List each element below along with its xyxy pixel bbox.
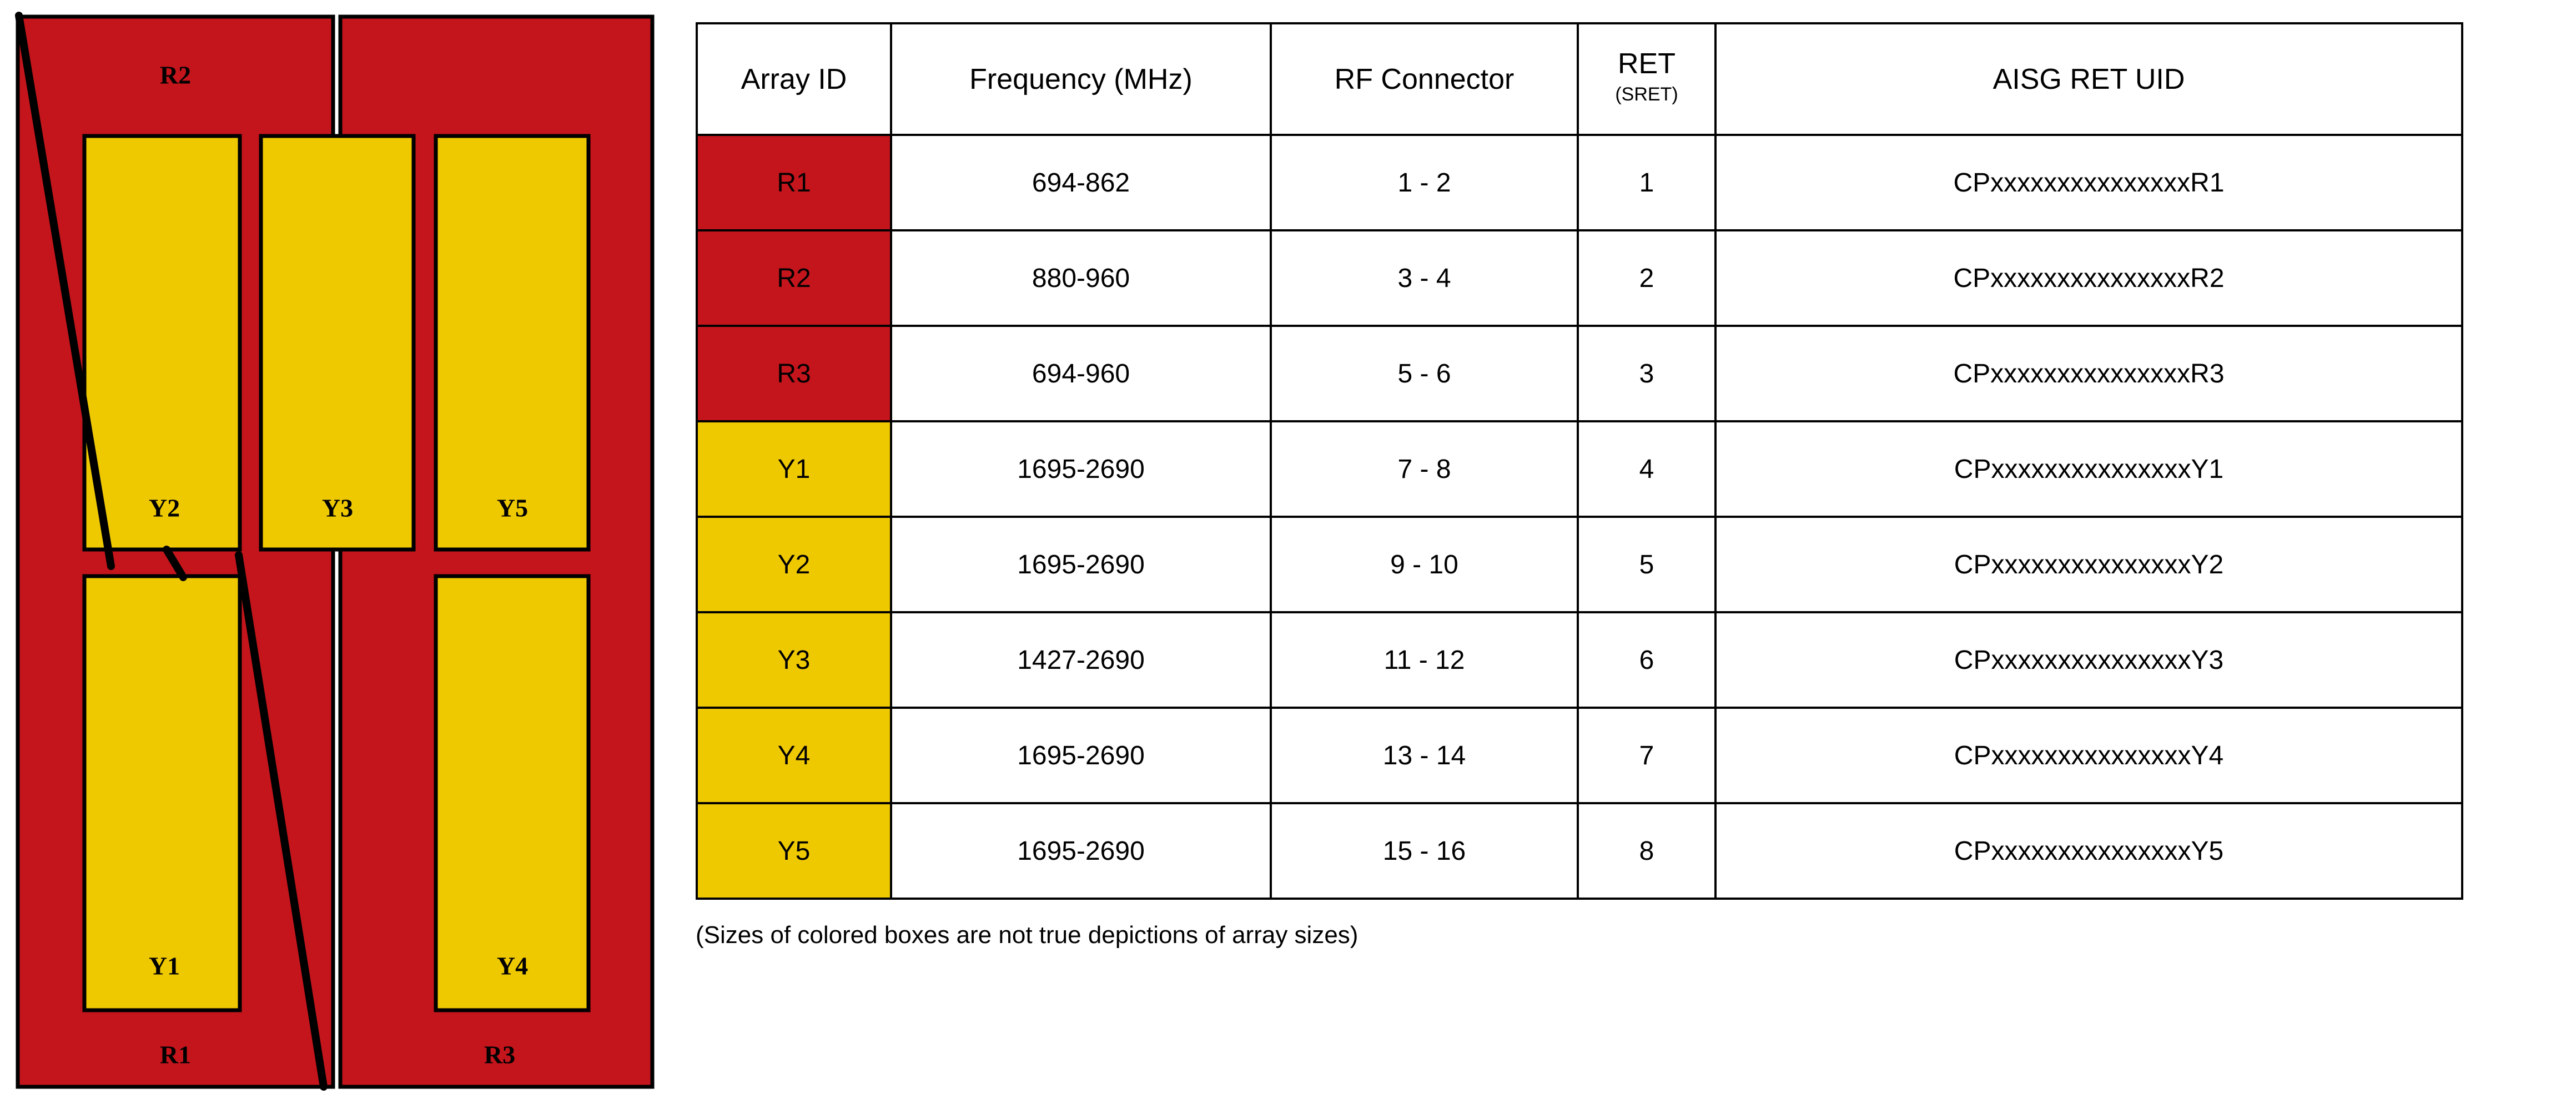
diagram-label-y3: Y3	[322, 494, 353, 522]
cell-array-id: Y3	[696, 611, 892, 709]
cell-frequency: 1695-2690	[890, 802, 1272, 900]
yellow-box-y2	[82, 134, 242, 552]
cell-rf-connector: 11 - 12	[1270, 611, 1579, 709]
table-header-row: Array ID Frequency (MHz) RF Connector RE…	[696, 22, 2463, 136]
cell-rf-connector: 1 - 2	[1270, 134, 1579, 231]
cell-ret: 2	[1577, 229, 1717, 327]
cell-array-id: R3	[696, 325, 892, 422]
yellow-box-y3	[259, 134, 416, 552]
column-header-ret-main: RET	[1618, 48, 1676, 80]
cell-aisg-ret-uid: CPxxxxxxxxxxxxxxxY1	[1714, 420, 2463, 518]
cell-frequency: 880-960	[890, 229, 1272, 327]
array-spec-table: Array ID Frequency (MHz) RF Connector RE…	[696, 22, 2463, 900]
diagram-label-y2: Y2	[149, 494, 180, 522]
cell-rf-connector: 7 - 8	[1270, 420, 1579, 518]
cell-rf-connector: 13 - 14	[1270, 707, 1579, 804]
array-tilt-line-lower	[235, 551, 328, 1091]
antenna-array-diagram: R2 Y2 Y3 Y5 Y1 Y4 R1 R3	[0, 0, 683, 1119]
cell-ret: 6	[1577, 611, 1717, 709]
cell-frequency: 1695-2690	[890, 420, 1272, 518]
cell-array-id: Y1	[696, 420, 892, 518]
cell-frequency: 1695-2690	[890, 516, 1272, 613]
diagram-label-y1: Y1	[149, 952, 180, 980]
cell-array-id: Y2	[696, 516, 892, 613]
diagram-label-r3: R3	[484, 1041, 515, 1069]
cell-ret: 1	[1577, 134, 1717, 231]
cell-array-id: R1	[696, 134, 892, 231]
column-header-array-id: Array ID	[696, 22, 892, 136]
column-header-aisg-ret-uid: AISG RET UID	[1714, 22, 2463, 136]
cell-aisg-ret-uid: CPxxxxxxxxxxxxxxxY5	[1714, 802, 2463, 900]
diagram-label-r1: R1	[160, 1041, 191, 1069]
cell-rf-connector: 9 - 10	[1270, 516, 1579, 613]
cell-ret: 4	[1577, 420, 1717, 518]
array-link-segment	[163, 546, 187, 581]
cell-array-id: Y4	[696, 707, 892, 804]
array-tilt-line-upper	[15, 12, 115, 570]
cell-aisg-ret-uid: CPxxxxxxxxxxxxxxxR3	[1714, 325, 2463, 422]
cell-aisg-ret-uid: CPxxxxxxxxxxxxxxxR2	[1714, 229, 2463, 327]
cell-rf-connector: 15 - 16	[1270, 802, 1579, 900]
cell-array-id: Y5	[696, 802, 892, 900]
diagram-footnote: (Sizes of colored boxes are not true dep…	[696, 921, 1359, 949]
cell-ret: 8	[1577, 802, 1717, 900]
column-header-rf-connector: RF Connector	[1270, 22, 1579, 136]
column-header-ret: RET (SRET)	[1577, 22, 1717, 136]
diagram-label-r2: R2	[160, 61, 191, 89]
cell-aisg-ret-uid: CPxxxxxxxxxxxxxxxR1	[1714, 134, 2463, 231]
diagram-label-y4: Y4	[497, 952, 528, 980]
cell-frequency: 1427-2690	[890, 611, 1272, 709]
yellow-box-y4	[434, 574, 591, 1012]
yellow-box-y1	[82, 574, 242, 1012]
cell-aisg-ret-uid: CPxxxxxxxxxxxxxxxY3	[1714, 611, 2463, 709]
cell-rf-connector: 3 - 4	[1270, 229, 1579, 327]
cell-ret: 5	[1577, 516, 1717, 613]
cell-rf-connector: 5 - 6	[1270, 325, 1579, 422]
column-header-frequency: Frequency (MHz)	[890, 22, 1272, 136]
diagram-label-y5: Y5	[497, 494, 528, 522]
column-header-ret-sub: (SRET)	[1615, 83, 1678, 105]
yellow-box-y5	[434, 134, 591, 552]
cell-frequency: 694-960	[890, 325, 1272, 422]
cell-array-id: R2	[696, 229, 892, 327]
cell-aisg-ret-uid: CPxxxxxxxxxxxxxxxY4	[1714, 707, 2463, 804]
cell-ret: 3	[1577, 325, 1717, 422]
cell-frequency: 1695-2690	[890, 707, 1272, 804]
cell-ret: 7	[1577, 707, 1717, 804]
array-spec-table-container: Array ID Frequency (MHz) RF Connector RE…	[696, 22, 2463, 900]
cell-frequency: 694-862	[890, 134, 1272, 231]
cell-aisg-ret-uid: CPxxxxxxxxxxxxxxxY2	[1714, 516, 2463, 613]
